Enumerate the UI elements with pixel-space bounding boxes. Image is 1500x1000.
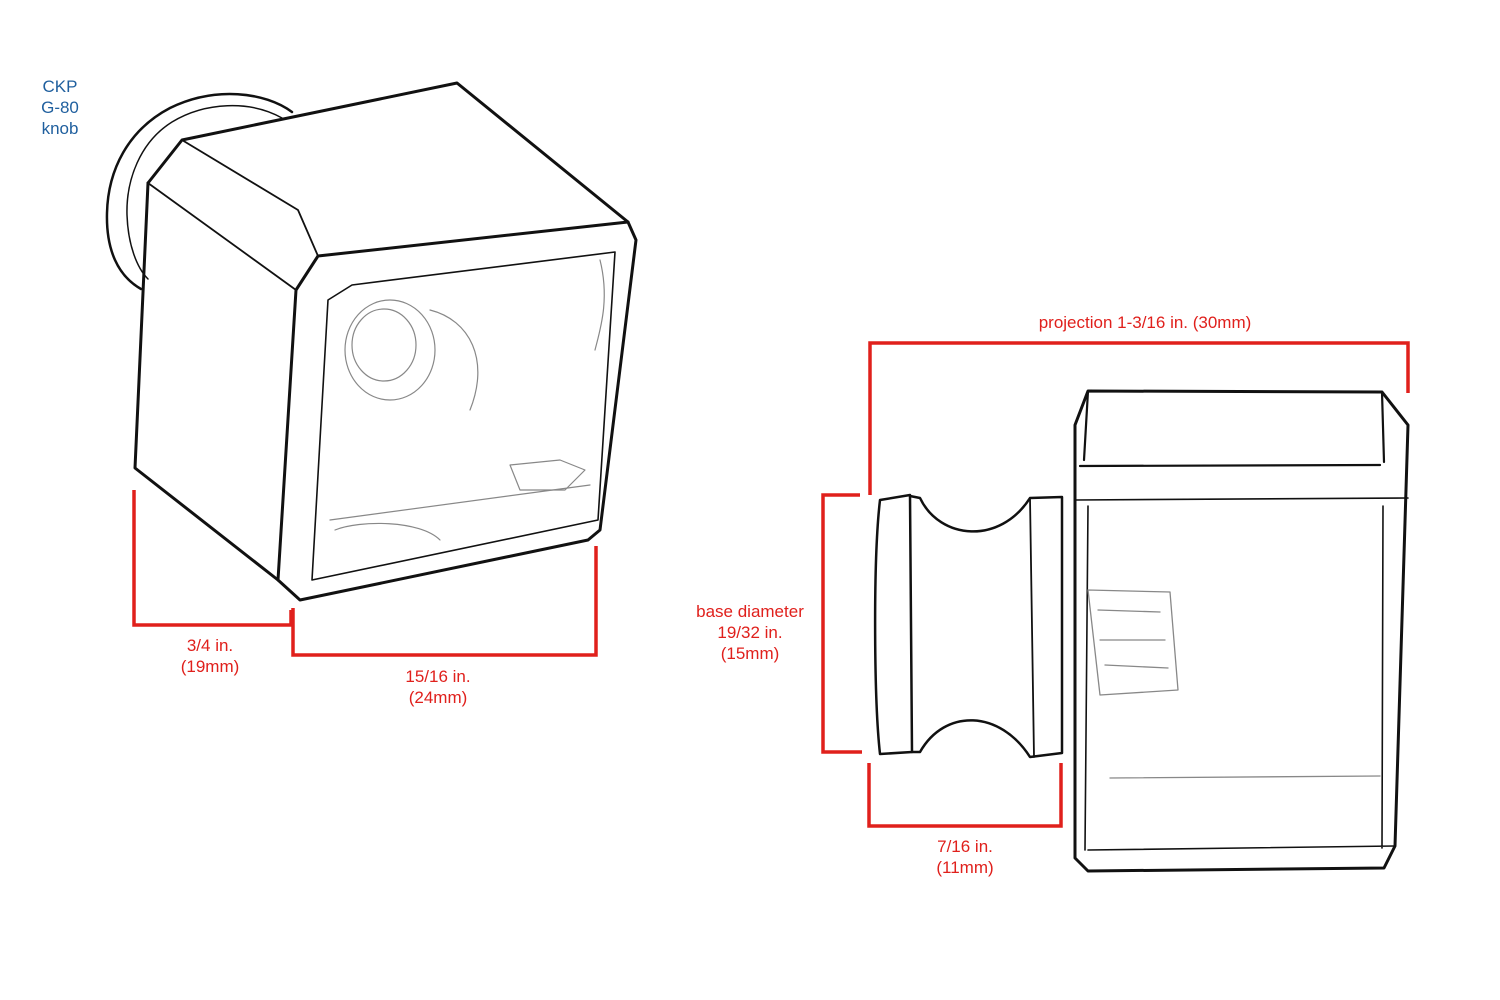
- width-metric: (24mm): [408, 688, 468, 707]
- knob-head-inner-edges: [1074, 497, 1409, 851]
- product-brand: CKP: [42, 77, 78, 96]
- width-value: 15/16 in.: [405, 667, 471, 686]
- product-model: G-80: [41, 98, 79, 117]
- base-diameter-value: 19/32 in.: [717, 623, 783, 642]
- depth-value: 3/4 in.: [186, 636, 234, 655]
- knob-head-reflections: [1087, 589, 1381, 779]
- dim-depth-bracket: [132, 490, 293, 627]
- cube-left-face: [133, 181, 280, 582]
- base-diameter-metric: (15mm): [720, 644, 780, 663]
- dim-projection-bracket: [868, 341, 1410, 495]
- knob-side-view: [873, 389, 1410, 873]
- cube-front-bevel: [311, 251, 616, 581]
- cube-top-outline: [146, 81, 630, 224]
- neck-dimension-label: 7/16 in. (11mm): [885, 836, 1045, 878]
- knob-head-outline: [1073, 389, 1410, 873]
- knob-base-disk: [873, 493, 914, 756]
- projection-dimension-label: projection 1-3/16 in. (30mm): [960, 312, 1330, 333]
- cube-top-bevel: [147, 139, 319, 291]
- dimension-lines: [132, 341, 1410, 828]
- knob-base-rosette: [105, 92, 294, 291]
- dim-base-diameter-bracket: [821, 493, 862, 754]
- knob-head-top-bevel: [1078, 389, 1386, 468]
- projection-value: projection 1-3/16 in. (30mm): [1038, 313, 1252, 332]
- depth-metric: (19mm): [180, 657, 240, 676]
- base-diameter-title: base diameter: [696, 602, 804, 621]
- knob-neck-profile: [908, 494, 1064, 759]
- knob-perspective-view: [105, 81, 638, 602]
- product-type: knob: [41, 119, 79, 138]
- knob-base-rosette-inner: [126, 104, 283, 280]
- dim-neck-bracket: [867, 763, 1063, 828]
- cube-front-face: [276, 220, 638, 602]
- cube-front-reflections: [329, 259, 605, 541]
- dim-width-bracket: [291, 546, 598, 657]
- depth-dimension-label: 3/4 in. (19mm): [130, 635, 290, 677]
- neck-value: 7/16 in.: [937, 837, 993, 856]
- base-diameter-dimension-label: base diameter 19/32 in. (15mm): [670, 601, 830, 664]
- product-label: CKP G-80 knob: [20, 76, 100, 139]
- knob-neck-shaft: [1029, 497, 1035, 758]
- width-dimension-label: 15/16 in. (24mm): [358, 666, 518, 708]
- neck-metric: (11mm): [936, 858, 994, 877]
